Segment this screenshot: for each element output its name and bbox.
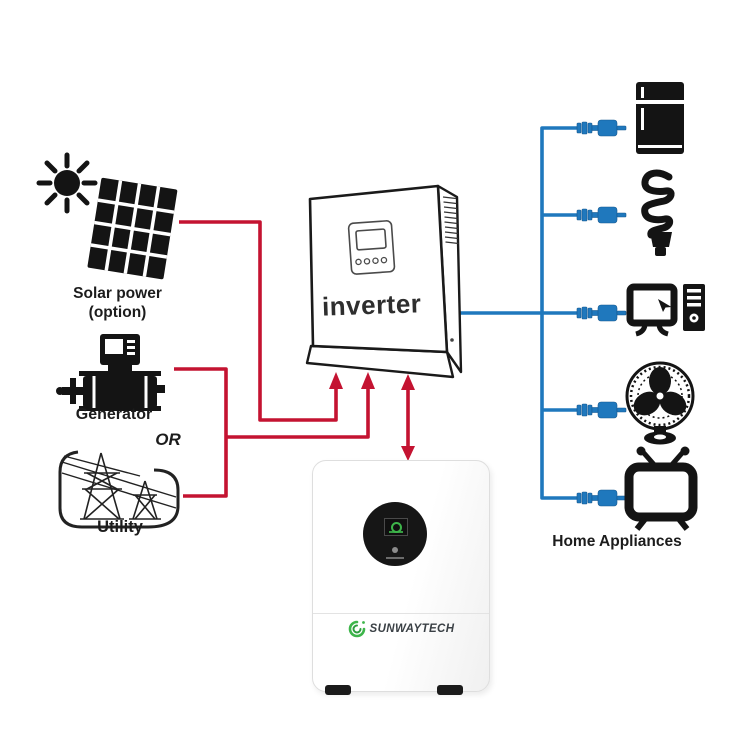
battery-screen [384, 518, 408, 536]
generator-icon [56, 334, 165, 411]
plug-icon-tv [576, 489, 627, 507]
arrowhead-bracket [361, 372, 375, 389]
generator-label: Generator [75, 406, 153, 423]
battery-button-caption [386, 557, 404, 559]
bracket-to-inverter-line [226, 384, 370, 439]
plug-icon-bulb [576, 206, 627, 224]
battery-foot-left [325, 685, 351, 695]
energy-saving-bulb-icon [641, 169, 675, 256]
arrowhead-solar [329, 372, 343, 389]
battery-unit: SUNWAYTECH [312, 460, 490, 695]
utility-label: Utility [97, 518, 143, 536]
inverter-unit [305, 184, 463, 379]
battery-power-button [392, 547, 398, 553]
refrigerator-icon [636, 82, 684, 154]
red-arrowheads [329, 372, 415, 461]
plug-icon-fan [576, 401, 627, 419]
fan-icon [625, 361, 695, 445]
generator-utility-bracket-line [174, 367, 228, 498]
screw-dot [450, 338, 454, 342]
sun-icon [36, 152, 98, 214]
arrowhead-battery-down [401, 446, 415, 461]
battery-foot-right [437, 685, 463, 695]
load-lines [456, 126, 580, 500]
plug-icon-refrigerator [576, 119, 627, 137]
power-towers-icon [58, 450, 180, 529]
sunwaytech-logo-icon [348, 620, 365, 638]
solar-to-inverter-line [179, 220, 338, 422]
solar-power-label-line1: Solar power [73, 285, 162, 302]
battery-brand-row: SUNWAYTECH [313, 620, 489, 638]
home-appliances-label: Home Appliances [552, 533, 682, 550]
display-panel [347, 220, 396, 275]
solar-power-label-line2: (option) [88, 304, 147, 321]
or-label: OR [155, 430, 181, 449]
battery-display-circle [363, 502, 427, 566]
vent-grille [442, 196, 459, 245]
inverter-label: inverter [321, 288, 422, 322]
television-icon [624, 446, 698, 531]
power-plugs [576, 119, 627, 507]
battery-screen-text-line [389, 531, 403, 533]
source-lines [174, 220, 410, 498]
plug-icon-computer [576, 304, 627, 322]
battery-brand-text: SUNWAYTECH [369, 623, 455, 635]
battery-panel-divider [313, 613, 489, 614]
solar-panel-icon [87, 177, 178, 280]
solar-power-label: Solar power (option) [55, 284, 180, 322]
computer-icon [626, 283, 705, 337]
arrowhead-battery-up [401, 374, 415, 390]
